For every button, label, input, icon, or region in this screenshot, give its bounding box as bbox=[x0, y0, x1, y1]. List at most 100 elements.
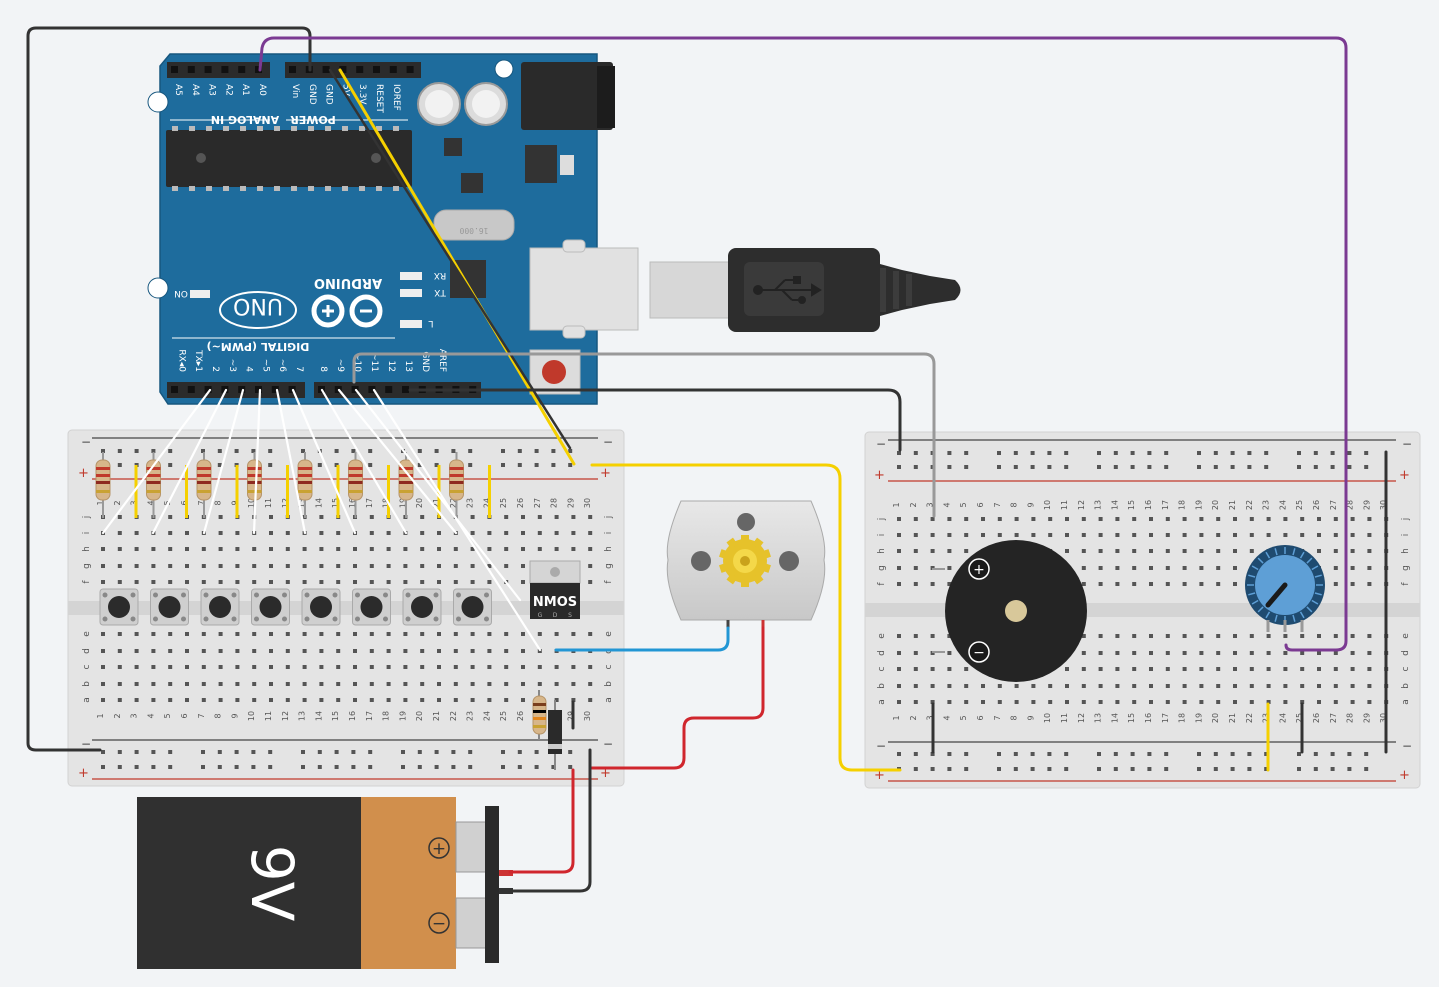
breadboard-hole[interactable] bbox=[1031, 684, 1036, 688]
breadboard-hole[interactable] bbox=[1182, 651, 1187, 655]
breadboard-hole[interactable] bbox=[1132, 566, 1137, 570]
breadboard-hole[interactable] bbox=[117, 531, 122, 535]
rail-hole[interactable] bbox=[551, 765, 556, 769]
breadboard-hole[interactable] bbox=[386, 564, 391, 568]
breadboard-hole[interactable] bbox=[117, 665, 122, 669]
breadboard-hole[interactable] bbox=[269, 531, 273, 535]
breadboard-hole[interactable] bbox=[319, 564, 324, 568]
breadboard-hole[interactable] bbox=[1317, 684, 1321, 688]
breadboard-hole[interactable] bbox=[1048, 533, 1053, 537]
breadboard-hole[interactable] bbox=[521, 649, 525, 653]
rail-hole[interactable] bbox=[1113, 752, 1118, 756]
rail-hole[interactable] bbox=[1047, 451, 1052, 455]
breadboard-hole[interactable] bbox=[1249, 517, 1254, 521]
breadboard-hole[interactable] bbox=[1065, 667, 1069, 671]
breadboard-hole[interactable] bbox=[1098, 533, 1103, 537]
breadboard-hole[interactable] bbox=[252, 682, 257, 686]
breadboard-hole[interactable] bbox=[151, 632, 156, 636]
rail-hole[interactable] bbox=[117, 765, 122, 769]
breadboard-hole[interactable] bbox=[554, 515, 559, 519]
rail-hole[interactable] bbox=[1197, 752, 1201, 756]
breadboard-hole[interactable] bbox=[101, 698, 105, 702]
breadboard-hole[interactable] bbox=[134, 698, 139, 702]
breadboard-hole[interactable] bbox=[588, 580, 593, 584]
breadboard-hole[interactable] bbox=[1350, 667, 1355, 671]
breadboard-hole[interactable] bbox=[470, 515, 475, 519]
rail-hole[interactable] bbox=[1230, 752, 1235, 756]
breadboard-hole[interactable] bbox=[336, 682, 341, 686]
breadboard-hole[interactable] bbox=[1367, 549, 1372, 553]
rail-hole[interactable] bbox=[168, 750, 173, 754]
breadboard-hole[interactable] bbox=[997, 700, 1002, 704]
rail-hole[interactable] bbox=[417, 765, 422, 769]
rail-hole[interactable] bbox=[317, 750, 322, 754]
breadboard-hole[interactable] bbox=[1081, 533, 1086, 537]
breadboard-hole[interactable] bbox=[504, 564, 509, 568]
breadboard-hole[interactable] bbox=[1048, 684, 1053, 688]
rail-hole[interactable] bbox=[451, 750, 456, 754]
rail-hole[interactable] bbox=[1247, 451, 1252, 455]
breadboard-hole[interactable] bbox=[913, 582, 918, 586]
rail-hole[interactable] bbox=[268, 765, 273, 769]
rail-hole[interactable] bbox=[1047, 767, 1052, 771]
breadboard-hole[interactable] bbox=[1048, 700, 1053, 704]
rail-hole[interactable] bbox=[551, 449, 556, 453]
breadboard-hole[interactable] bbox=[1300, 517, 1305, 521]
rail-hole[interactable] bbox=[501, 750, 505, 754]
breadboard-hole[interactable] bbox=[151, 698, 156, 702]
breadboard-hole[interactable] bbox=[218, 564, 223, 568]
rail-hole[interactable] bbox=[201, 750, 205, 754]
breadboard-hole[interactable] bbox=[453, 564, 458, 568]
rail-hole[interactable] bbox=[930, 752, 935, 756]
breadboard-hole[interactable] bbox=[521, 632, 525, 636]
breadboard-hole[interactable] bbox=[252, 649, 257, 653]
rail-hole[interactable] bbox=[468, 750, 473, 754]
breadboard-hole[interactable] bbox=[1216, 667, 1221, 671]
breadboard-hole[interactable] bbox=[930, 634, 935, 638]
breadboard-hole[interactable] bbox=[235, 564, 240, 568]
rail-hole[interactable] bbox=[1330, 465, 1335, 469]
breadboard-hole[interactable] bbox=[1216, 582, 1221, 586]
rail-hole[interactable] bbox=[434, 765, 439, 769]
breadboard-hole[interactable] bbox=[336, 665, 341, 669]
breadboard-hole[interactable] bbox=[1165, 667, 1170, 671]
breadboard-hole[interactable] bbox=[1081, 566, 1086, 570]
breadboard-hole[interactable] bbox=[101, 547, 105, 551]
breadboard-hole[interactable] bbox=[1350, 566, 1355, 570]
breadboard-hole[interactable] bbox=[369, 665, 374, 669]
rail-hole[interactable] bbox=[1330, 451, 1335, 455]
breadboard-hole[interactable] bbox=[117, 564, 122, 568]
reset-button[interactable] bbox=[542, 360, 566, 384]
breadboard-hole[interactable] bbox=[913, 700, 918, 704]
rail-hole[interactable] bbox=[517, 449, 522, 453]
breadboard-hole[interactable] bbox=[1132, 700, 1137, 704]
breadboard-hole[interactable] bbox=[403, 580, 408, 584]
breadboard-hole[interactable] bbox=[134, 531, 139, 535]
breadboard-hole[interactable] bbox=[151, 547, 156, 551]
breadboard-hole[interactable] bbox=[1216, 651, 1221, 655]
breadboard-hole[interactable] bbox=[1182, 582, 1187, 586]
rail-hole[interactable] bbox=[117, 449, 122, 453]
breadboard-hole[interactable] bbox=[470, 632, 475, 636]
breadboard-hole[interactable] bbox=[1367, 566, 1372, 570]
usb-cable[interactable] bbox=[649, 248, 961, 332]
rail-hole[interactable] bbox=[997, 767, 1001, 771]
wire-white-digital[interactable] bbox=[202, 388, 245, 535]
rail-hole[interactable] bbox=[568, 765, 573, 769]
breadboard-hole[interactable] bbox=[134, 682, 139, 686]
breadboard-hole[interactable] bbox=[1216, 549, 1221, 553]
breadboard-hole[interactable] bbox=[554, 698, 559, 702]
breadboard-hole[interactable] bbox=[504, 665, 509, 669]
breadboard-hole[interactable] bbox=[437, 564, 441, 568]
breadboard-hole[interactable] bbox=[134, 632, 139, 636]
breadboard-hole[interactable] bbox=[1014, 684, 1019, 688]
rail-hole[interactable] bbox=[417, 463, 422, 467]
breadboard-hole[interactable] bbox=[336, 564, 341, 568]
breadboard-hole[interactable] bbox=[1300, 651, 1305, 655]
breadboard-hole[interactable] bbox=[168, 515, 173, 519]
rail-hole[interactable] bbox=[201, 765, 205, 769]
rail-hole[interactable] bbox=[1164, 767, 1169, 771]
breadboard-hole[interactable] bbox=[1199, 684, 1204, 688]
breadboard-hole[interactable] bbox=[369, 564, 374, 568]
breadboard-hole[interactable] bbox=[1333, 634, 1338, 638]
